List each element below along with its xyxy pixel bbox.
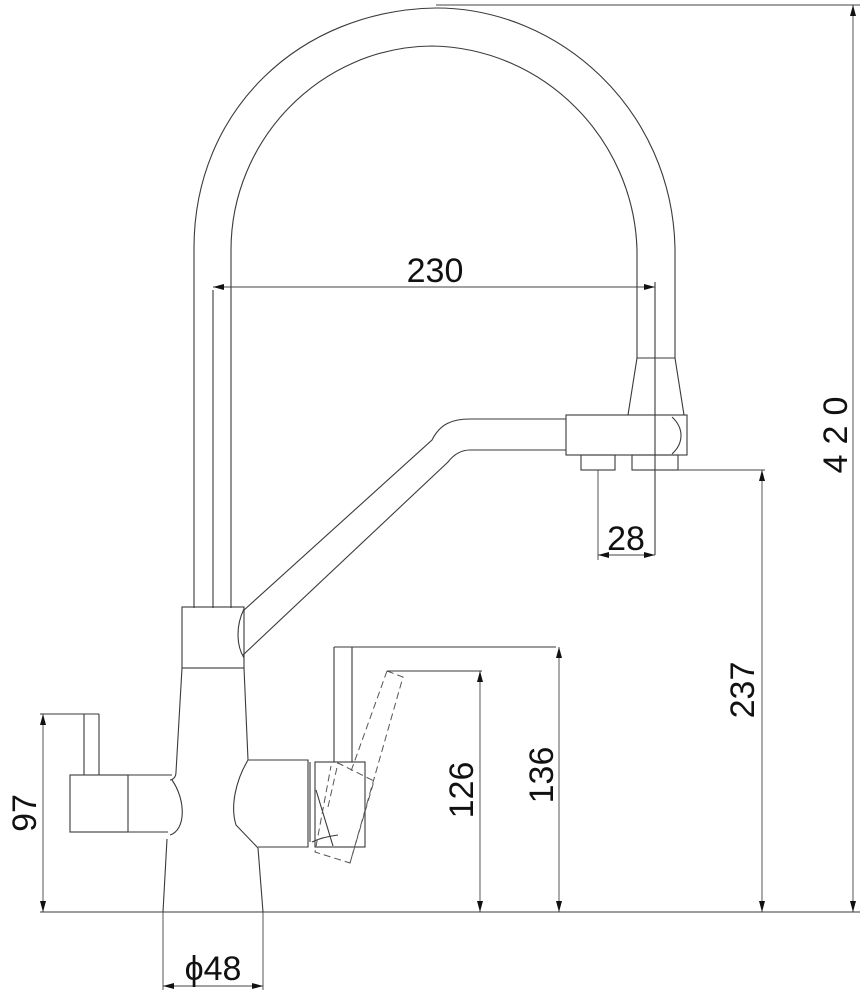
dimension-total-height: 420	[436, 4, 860, 912]
dimension-lever-126: 126	[443, 671, 483, 912]
dimension-label-420: 420	[817, 387, 855, 474]
dimension-label-230: 230	[407, 252, 464, 290]
dimension-label-diameter-48: ϕ48	[185, 950, 242, 988]
gooseneck-spout	[193, 7, 676, 608]
dimension-lever-136: 136	[523, 647, 562, 912]
lever-alt-position	[314, 670, 482, 864]
main-lever-handle	[248, 646, 556, 848]
dimension-label-28: 28	[607, 520, 645, 558]
side-filter-handle	[40, 713, 172, 833]
dimension-label-97: 97	[6, 794, 44, 832]
dimension-base-diameter: ϕ48	[162, 912, 264, 990]
dimension-spout-reach: 230	[213, 252, 655, 290]
dimension-outlet-spacing: 28	[597, 470, 655, 560]
pull-down-head	[565, 282, 688, 555]
dimension-label-126: 126	[443, 762, 481, 819]
dimension-side-handle-97: 97	[6, 714, 46, 912]
faucet-body	[162, 606, 264, 913]
dimension-label-237: 237	[724, 662, 762, 719]
dimension-outlet-height: 237	[678, 469, 765, 912]
dimension-label-136: 136	[523, 747, 561, 804]
filter-water-spout	[242, 418, 566, 656]
